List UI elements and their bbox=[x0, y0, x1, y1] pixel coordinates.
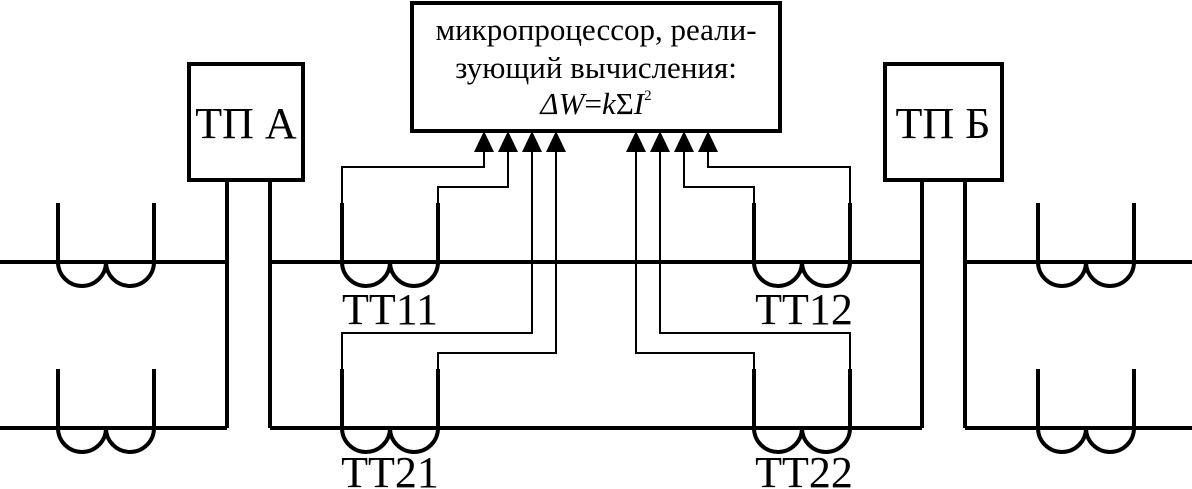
microprocessor-box bbox=[410, 1, 782, 133]
substation-a-box bbox=[187, 62, 305, 182]
microprocessor-formula: ΔW=kΣI2 bbox=[538, 86, 651, 121]
wire-tt21-a bbox=[341, 148, 533, 369]
arrow-5 bbox=[626, 131, 646, 152]
signal-wires bbox=[341, 148, 851, 369]
wire-tt22-b bbox=[659, 148, 851, 369]
label-tt21: ТТ21 bbox=[341, 448, 439, 489]
formula-sigma: Σ bbox=[616, 86, 634, 121]
arrow-1 bbox=[474, 131, 494, 152]
arrow-6 bbox=[650, 131, 670, 152]
label-tt12: ТТ12 bbox=[755, 285, 853, 334]
ct-tt21 bbox=[340, 369, 440, 454]
formula-k: k bbox=[602, 86, 617, 121]
transformer-labels: ТТ11 ТТ12 ТТ21 ТТ22 bbox=[341, 285, 853, 489]
formula-power: 2 bbox=[644, 88, 652, 104]
wire-tt12-b bbox=[707, 148, 851, 203]
arrow-4 bbox=[546, 131, 566, 152]
ct-outer-left-bottom bbox=[56, 369, 156, 454]
wire-tt12-a bbox=[683, 148, 755, 203]
substation-b-label: ТП Б bbox=[896, 99, 991, 148]
formula-equals: = bbox=[584, 86, 601, 121]
bus-lines bbox=[0, 180, 1192, 430]
arrow-8 bbox=[698, 131, 718, 152]
wire-tt11-a bbox=[341, 148, 485, 203]
wire-tt11-b bbox=[437, 148, 509, 203]
ct-tt12 bbox=[752, 203, 852, 288]
substation-b-box bbox=[883, 62, 1004, 182]
input-arrows bbox=[474, 131, 718, 152]
substation-b: ТП Б bbox=[883, 62, 1004, 182]
arrow-7 bbox=[674, 131, 694, 152]
microprocessor-line2: зующий вычисления: bbox=[455, 50, 737, 85]
microprocessor: микропроцессор, реали- зующий вычисления… bbox=[410, 1, 782, 133]
microprocessor-line1: микропроцессор, реали- bbox=[435, 12, 756, 47]
substation-a: ТП А bbox=[187, 62, 305, 182]
wire-tt22-a bbox=[635, 148, 755, 369]
substation-a-label: ТП А bbox=[195, 99, 297, 148]
wire-tt21-b bbox=[437, 148, 557, 369]
current-transformers bbox=[56, 203, 1136, 454]
ct-outer-right-top bbox=[1036, 203, 1136, 288]
label-tt22: ТТ22 bbox=[755, 448, 853, 489]
ct-outer-right-bottom bbox=[1036, 369, 1136, 454]
arrow-2 bbox=[498, 131, 518, 152]
label-tt11: ТТ11 bbox=[342, 285, 438, 334]
ct-tt11 bbox=[340, 203, 440, 288]
arrow-3 bbox=[522, 131, 542, 152]
ct-outer-left-top bbox=[56, 203, 156, 288]
formula-delta: ΔW bbox=[538, 86, 587, 121]
ct-tt22 bbox=[752, 369, 852, 454]
formula-current: I bbox=[633, 86, 646, 121]
